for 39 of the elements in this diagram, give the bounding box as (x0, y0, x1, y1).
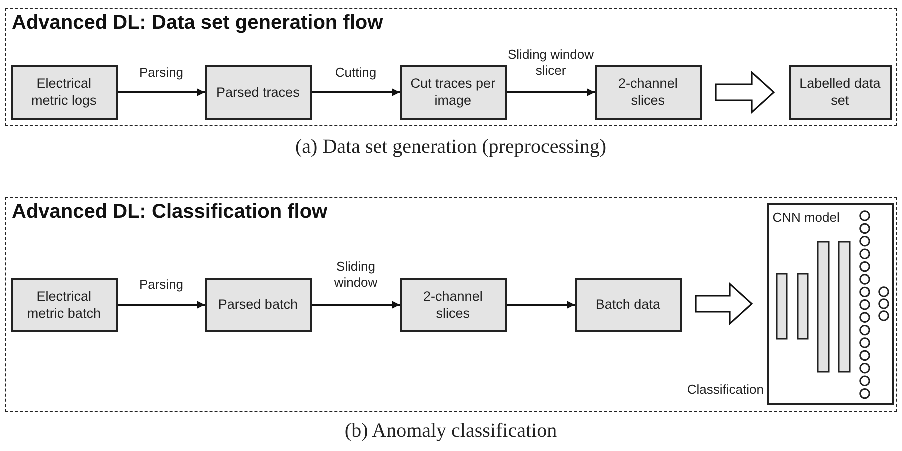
edge-label: Parsing (138, 64, 185, 80)
process-box (10, 64, 118, 120)
edge-label: Parsing (138, 277, 185, 293)
output-label: Classification (686, 382, 764, 397)
process-box (10, 278, 118, 332)
box-label: Electrical metric batch (26, 288, 102, 322)
process-box (204, 278, 312, 332)
box-label: Batch data (594, 296, 662, 314)
process-box (594, 64, 702, 120)
dashed-panel (5, 197, 897, 412)
model-title: CNN model (772, 210, 840, 225)
box-label: 2-channel slices (618, 75, 679, 110)
arrow (118, 301, 205, 309)
box-label: Parsed batch (217, 296, 299, 314)
process-box (400, 64, 507, 120)
panel-title: Advanced DL: Data set generation flow (12, 12, 384, 35)
arrow (312, 88, 400, 96)
box-label: Cut traces per image (410, 75, 497, 110)
box-label: Electrical metric logs (30, 75, 98, 110)
box-label: 2-channel slices (422, 288, 484, 322)
edge-label: Sliding window (333, 259, 379, 291)
arrow (507, 88, 595, 96)
edge-label: Cutting (334, 64, 378, 80)
block-arrow (695, 282, 754, 326)
arrow (312, 301, 400, 309)
arrow (118, 88, 205, 96)
process-box (574, 278, 682, 332)
dashed-panel (5, 8, 897, 126)
block-arrow (715, 70, 776, 114)
process-box (204, 64, 312, 120)
edge-label: Sliding window slicer (507, 46, 595, 78)
process-box (788, 64, 892, 120)
box-label: Parsed traces (216, 84, 301, 101)
figure-caption: (b) Anomaly classification (344, 420, 558, 443)
figure-caption: (a) Data set generation (preprocessing) (294, 136, 608, 159)
box-label: Labelled data set (798, 75, 882, 110)
panel-title: Advanced DL: Classification flow (12, 201, 328, 224)
process-box (400, 278, 507, 332)
arrow (507, 301, 575, 309)
